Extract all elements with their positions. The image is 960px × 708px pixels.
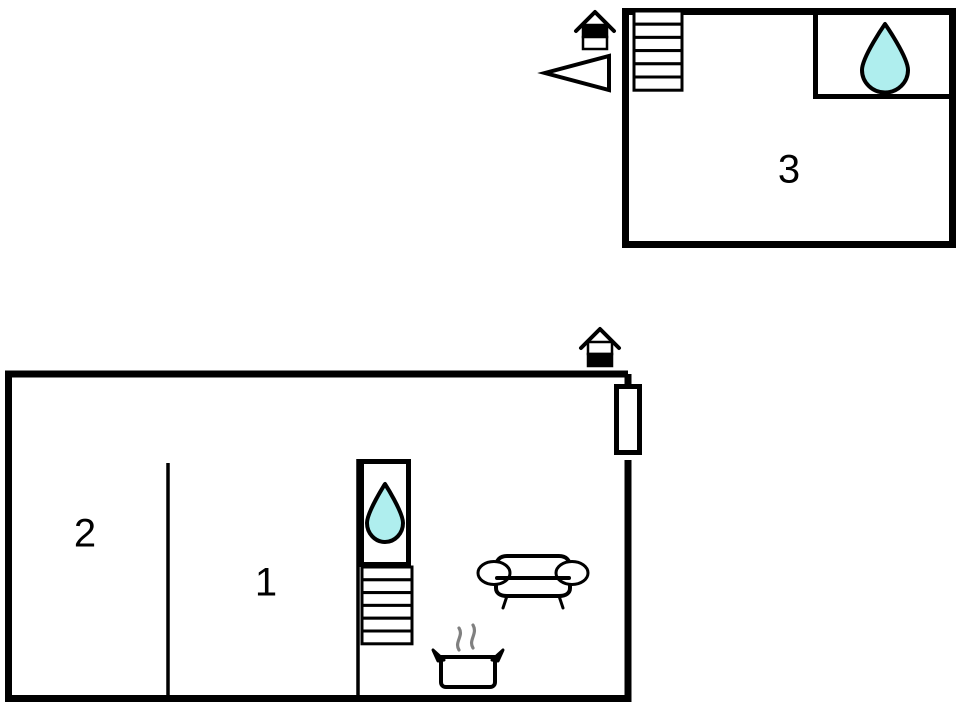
upper-bathroom-walls: [813, 10, 953, 99]
bathroom-enclosure: [359, 459, 411, 567]
house-icon: [579, 327, 621, 368]
water-drop-icon: [365, 482, 405, 544]
room-label-1: 1: [255, 561, 277, 605]
ground-floor-outline: [5, 370, 632, 702]
triangle-arrow-icon: [537, 53, 611, 93]
room-label-3: 3: [778, 148, 800, 192]
pot-icon: [431, 623, 505, 689]
room-label-2: 2: [74, 512, 96, 556]
sofa-icon: [476, 554, 590, 610]
staircase-icon: [632, 9, 684, 92]
ground-floor-group: 2 1: [5, 327, 642, 702]
upper-floor-outline: [622, 8, 956, 248]
staircase-icon: [360, 565, 414, 646]
door-icon: [614, 384, 642, 455]
house-icon: [574, 10, 616, 51]
water-drop-icon: [860, 22, 910, 95]
upper-floor-group: 3: [537, 8, 956, 248]
